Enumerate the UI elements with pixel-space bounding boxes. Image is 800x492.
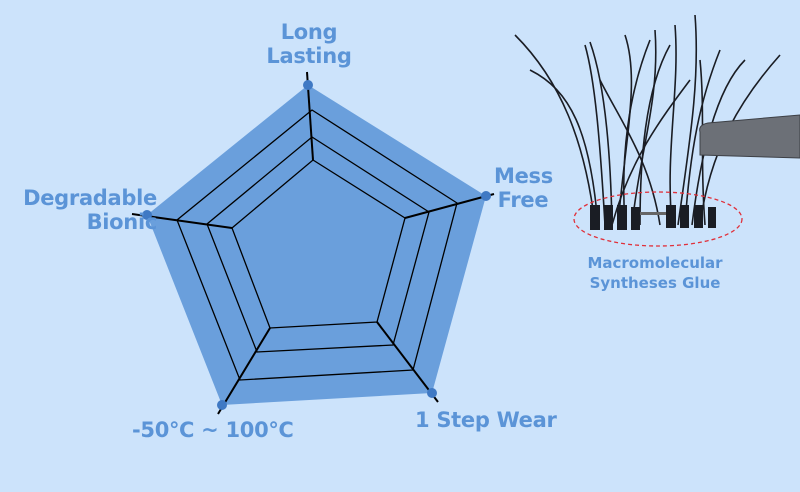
axis-step-wear: [376, 321, 439, 403]
axis-dot: [427, 388, 437, 398]
lash-bases: [590, 205, 716, 230]
grid-ring-3: [231, 159, 406, 329]
axis-label-line: Mess: [494, 164, 553, 188]
axis-mess-free: [404, 193, 495, 219]
grid-ring-1: [176, 109, 458, 381]
axis-dot: [142, 210, 152, 220]
photo-caption: Macromolecular Syntheses Glue: [580, 253, 730, 293]
tweezers: [699, 114, 800, 159]
axis-label-line: 1 Step Wear: [415, 408, 557, 432]
caption-line: Syntheses Glue: [589, 274, 721, 292]
axis-label-line: Lasting: [266, 44, 352, 68]
axis-label-mess-free: Mess Free: [494, 164, 553, 212]
axis-dot: [303, 80, 313, 90]
axis-label-line: Free: [497, 188, 549, 212]
axis-label-step-wear: 1 Step Wear: [415, 408, 557, 432]
axis-label-degradable: Degradable Bionic: [14, 186, 157, 234]
axis-label-line: Long: [280, 20, 338, 44]
axis-dot: [481, 191, 491, 201]
grid-ring-2: [206, 136, 430, 353]
axis-label-temperature: -50℃ ~ 100℃: [132, 418, 294, 442]
caption-line: Macromolecular: [587, 254, 723, 272]
axis-label-line: Degradable: [23, 186, 157, 210]
radar-area: [147, 85, 486, 405]
lash-cluster-photo: [514, 14, 781, 226]
axis-label-line: -50℃ ~ 100℃: [132, 418, 294, 442]
glue-highlight-ellipse: [573, 191, 743, 247]
axis-label-line: Bionic: [86, 210, 158, 234]
axis-label-long-lasting: Long Lasting: [266, 20, 352, 68]
axis-dot: [217, 400, 227, 410]
axis-temperature: [217, 327, 271, 415]
